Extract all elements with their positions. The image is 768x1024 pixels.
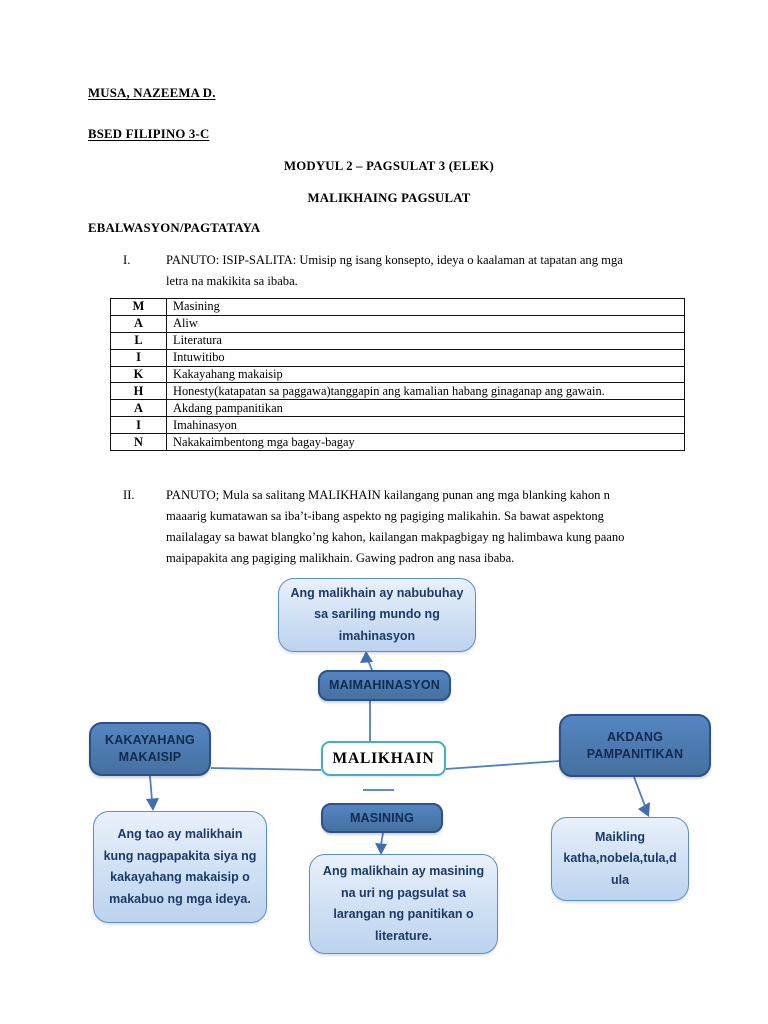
center-connector-dash: [363, 789, 394, 791]
part-two-instructions: II. PANUTO; Mula sa salitang MALIKHAIN k…: [88, 485, 690, 569]
acrostic-letter-cell: A: [110, 399, 167, 418]
student-name: MUSA, NAZEEMA D.: [88, 86, 216, 100]
acrostic-word-cell: Literatura: [166, 331, 685, 350]
acrostic-word-cell: Aliw: [166, 314, 685, 333]
acrostic-letter-cell: L: [110, 331, 167, 350]
acrostic-word-cell: Imahinasyon: [166, 416, 685, 435]
subject-title: MALIKHAING PAGSULAT: [307, 191, 471, 205]
acrostic-word-cell: Intuwitibo: [166, 348, 685, 367]
module-title: MODYUL 2 – PAGSULAT 3 (ELEK): [283, 159, 494, 173]
part-one-instructions: I. PANUTO: ISIP-SALITA: Umisip ng isang …: [88, 250, 690, 292]
masining-node: MASINING: [321, 803, 443, 833]
part-one-numeral: I.: [123, 253, 131, 267]
section-heading: EBALWASYON/PAGTATAYA: [88, 221, 261, 235]
acrostic-letter-cell: I: [110, 416, 167, 435]
part-two-text: PANUTO; Mula sa salitang MALIKHAIN kaila…: [166, 488, 625, 566]
concept-map: Ang malikhain ay nabubuhay sa sariling m…: [0, 570, 768, 980]
malikhain-center-node: MALIKHAIN: [321, 741, 446, 776]
kakayahang-example-panel: Ang tao ay malikhain kung nagpapakita si…: [93, 811, 267, 923]
part-two-numeral: II.: [123, 488, 135, 503]
akdang-example-panel: Maikling katha,nobela,tula,d ula: [551, 817, 689, 901]
acrostic-word-cell: Nakakaimbentong mga bagay-bagay: [166, 433, 685, 452]
acrostic-word-cell: Honesty(katapatan sa paggawa)tanggapin a…: [166, 382, 685, 401]
acrostic-letter-cell: M: [110, 298, 167, 316]
course-section: BSED FILIPINO 3-C: [88, 127, 210, 141]
acrostic-word-cell: Kakayahang makaisip: [166, 365, 685, 384]
akdang-pampanitikan-node: AKDANG PAMPANITIKAN: [559, 714, 711, 777]
maimahinasyon-node: MAIMAHINASYON: [318, 670, 451, 701]
acrostic-letter-cell: N: [110, 433, 167, 452]
connector-lines: [146, 651, 650, 855]
acrostic-word-cell: Masining: [166, 298, 685, 316]
imahinasyon-example-panel: Ang malikhain ay nabubuhay sa sariling m…: [278, 578, 476, 652]
acrostic-letter-cell: A: [110, 314, 167, 333]
masining-example-panel: Ang malikhain ay masining na uri ng pags…: [309, 854, 498, 954]
kakayahang-makaisip-node: KAKAYAHANG MAKAISIP: [89, 722, 211, 776]
acrostic-letter-cell: K: [110, 365, 167, 384]
acrostic-letter-cell: H: [110, 382, 167, 401]
part-one-text: PANUTO: ISIP-SALITA: Umisip ng isang kon…: [166, 253, 623, 288]
acrostic-word-cell: Akdang pampanitikan: [166, 399, 685, 418]
acrostic-letter-cell: I: [110, 348, 167, 367]
